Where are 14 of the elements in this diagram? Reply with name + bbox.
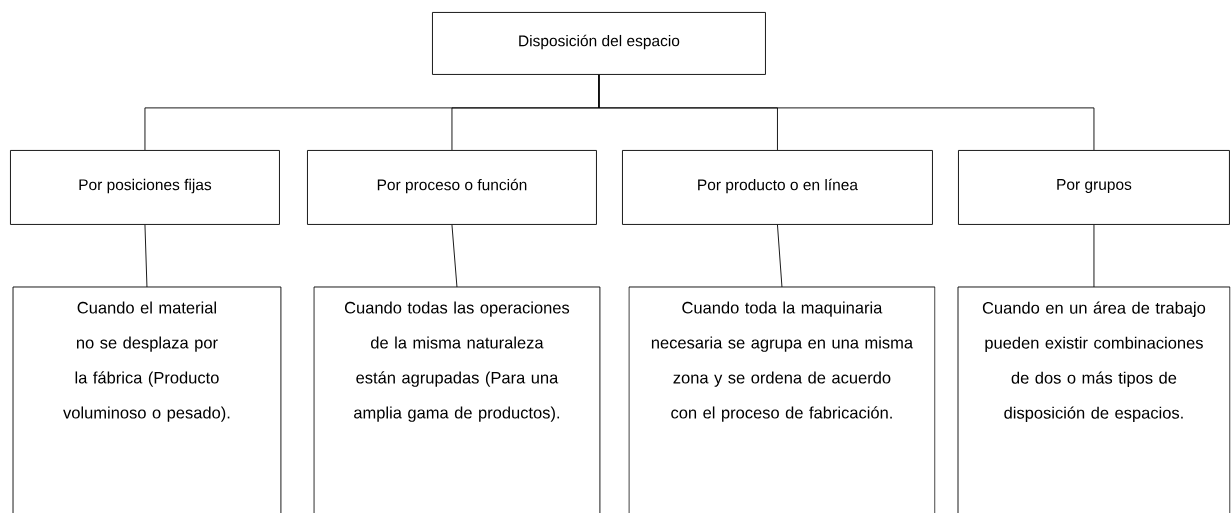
description-box: Cuando en un área de trabajo pueden existir combinaciones de dos o más tipos de disposición de espacios. bbox=[957, 286, 1231, 513]
connector-line bbox=[144, 224, 148, 288]
category-box: Por posiciones fijas bbox=[10, 150, 280, 225]
description-box: Cuando todas las operaciones de la misma naturaleza están agrupadas (Para una amplia gama de productos). bbox=[313, 286, 601, 513]
category-box: Por producto o en línea bbox=[622, 150, 933, 225]
category-box: Por proceso o función bbox=[307, 150, 597, 225]
description-box: Cuando toda la maquinaria necesaria se agrupa en una misma zona y se ordena de acuerdo con el proceso de fabricación. bbox=[628, 286, 936, 513]
connector-line bbox=[451, 224, 458, 288]
connector-line bbox=[1093, 224, 1095, 288]
category-box: Disposición del espacio bbox=[432, 12, 766, 75]
connector-line bbox=[598, 74, 1095, 151]
description-box: Cuando el material no se desplaza por la fábrica (Producto voluminoso o pesado). bbox=[12, 286, 282, 513]
category-box: Por grupos bbox=[958, 150, 1230, 225]
connector-line bbox=[777, 224, 783, 288]
